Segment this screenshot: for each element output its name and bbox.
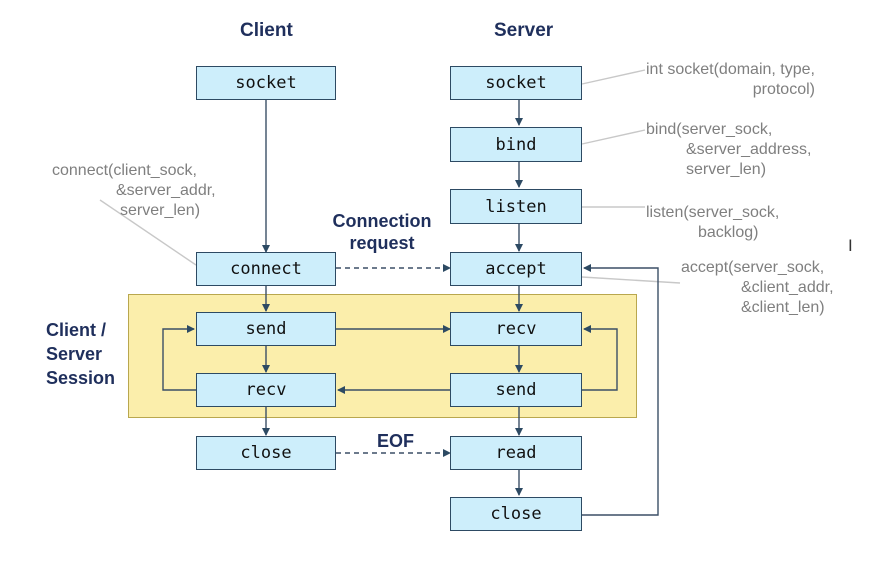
annotation-accept-line: accept(server_sock, [681, 259, 825, 276]
annotation-bind: bind(server_sock, &server_address, server_… [646, 120, 811, 180]
leader-socket [581, 69, 646, 85]
server-bind-box: bind [450, 127, 582, 162]
annotation-socket: int socket(domain, type, protocol) [646, 60, 815, 100]
server-heading: Server [494, 20, 554, 41]
leader-connect [99, 199, 197, 266]
session-label-line: Session [46, 368, 116, 388]
arrow-client-loop [162, 325, 196, 391]
annotation-listen-line: listen(server_sock, [646, 204, 780, 221]
arrow-close-to-accept [582, 264, 659, 516]
annotation-listen: listen(server_sock, backlog) [646, 203, 779, 243]
annotation-listen-line: backlog) [698, 224, 759, 241]
session-label-line: Server [46, 344, 103, 364]
text-cursor-icon: I [848, 236, 853, 255]
annotation-accept: accept(server_sock, &client_addr, &client_… [681, 258, 834, 318]
server-recv-box: recv [450, 312, 582, 346]
server-socket-box: socket [450, 66, 582, 100]
annotation-bind-line: bind(server_sock, [646, 121, 773, 138]
connection-request-line: Connection [332, 211, 432, 231]
annotation-socket-line: protocol) [752, 81, 815, 98]
client-send-box: send [196, 312, 336, 346]
annotation-bind-line: server_len) [686, 161, 767, 178]
annotation-accept-line: &client_len) [741, 299, 825, 316]
annotation-bind-line: &server_address, [686, 141, 812, 158]
annotation-socket-line: int socket(domain, type, [646, 61, 815, 78]
client-heading: Client [240, 20, 293, 41]
connection-request-line: request [349, 233, 415, 253]
annotation-connect: connect(client_sock, &server_addr, server_… [52, 161, 216, 221]
client-socket-box: socket [196, 66, 336, 100]
client-close-box: close [196, 436, 336, 470]
server-close-box: close [450, 497, 582, 531]
eof-label: EOF [377, 431, 415, 451]
annotation-connect-line: connect(client_sock, [52, 162, 197, 179]
session-label-line: Client / [46, 320, 107, 340]
server-send-box: send [450, 373, 582, 407]
client-connect-box: connect [196, 252, 336, 286]
server-listen-box: listen [450, 189, 582, 224]
annotation-connect-line: &server_addr, [116, 182, 216, 199]
annotation-accept-line: &client_addr, [741, 279, 834, 296]
annotation-connect-line: server_len) [120, 202, 201, 219]
server-accept-box: accept [450, 252, 582, 286]
leader-bind [581, 129, 646, 145]
arrow-server-loop [582, 325, 618, 391]
server-read-box: read [450, 436, 582, 470]
client-recv-box: recv [196, 373, 336, 407]
leader-accept [581, 276, 681, 284]
